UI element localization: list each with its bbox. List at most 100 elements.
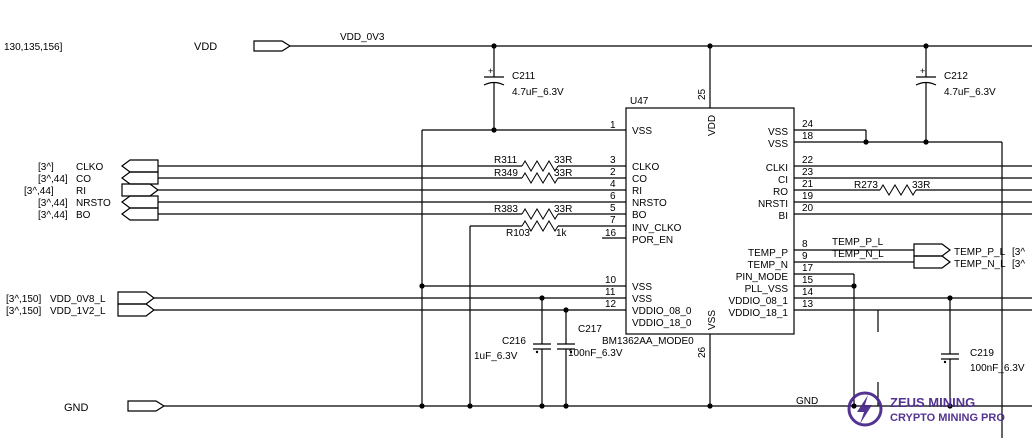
svg-text:33R: 33R <box>554 155 572 166</box>
svg-text:RO: RO <box>773 187 788 198</box>
svg-text:16: 16 <box>605 228 617 239</box>
resistor-r383: R383 33R <box>494 204 572 220</box>
svg-text:17: 17 <box>802 263 814 274</box>
svg-text:[3^,44]: [3^,44] <box>38 210 68 221</box>
svg-text:21: 21 <box>802 179 814 190</box>
junction <box>863 139 869 145</box>
pin-26-num: 26 <box>697 346 708 358</box>
left-pin-names: VSS CLKO CO RI NRSTO BO INV_CLKO POR_EN … <box>632 126 692 329</box>
svg-text:VSS: VSS <box>632 282 652 293</box>
svg-text:[3^]: [3^] <box>38 162 54 173</box>
watermark-logo: ZEUS MINING CRYPTO MINING PRO <box>847 391 1005 427</box>
svg-text:TEMP_P_L: TEMP_P_L <box>832 237 884 248</box>
chip-part: BM1362AA_MODE0 <box>602 336 694 347</box>
junction <box>563 403 569 409</box>
svg-text:VSS: VSS <box>632 294 652 305</box>
svg-text:[3^: [3^ <box>1012 247 1025 258</box>
svg-text:PLL_VSS: PLL_VSS <box>745 284 789 295</box>
svg-text:R311: R311 <box>494 155 518 166</box>
svg-text:VSS: VSS <box>768 127 788 138</box>
left-signal-ports: [3^] CLKO [3^,44] CO [3^,44] RI [3^,44] … <box>24 159 159 221</box>
svg-text:7: 7 <box>610 215 616 226</box>
capacitor-c219: C219 100nF_6.3V <box>941 298 1025 406</box>
left-pin-numbers: 1 3 2 4 6 5 7 16 10 11 12 <box>605 120 617 310</box>
svg-text:8: 8 <box>802 239 808 250</box>
svg-text:23: 23 <box>802 167 814 178</box>
resistor-r103: R103 1k <box>506 220 568 239</box>
svg-text:RI: RI <box>632 186 642 197</box>
svg-text:INV_CLKO: INV_CLKO <box>632 223 682 234</box>
svg-text:VDDIO_18_1: VDDIO_18_1 <box>729 308 789 319</box>
left-signal-wires <box>158 165 626 406</box>
svg-text:CLKI: CLKI <box>766 163 788 174</box>
right-pin-names: VSS VSS CLKI CI RO NRSTI BI TEMP_P TEMP_… <box>729 127 789 319</box>
svg-text:14: 14 <box>802 287 814 298</box>
svg-text:1k: 1k <box>556 228 568 239</box>
svg-text:TEMP_N_L: TEMP_N_L <box>832 249 884 260</box>
svg-text:CI: CI <box>778 175 788 186</box>
svg-text:CO: CO <box>76 174 91 185</box>
svg-text:CLKO: CLKO <box>632 162 659 173</box>
capacitor-c217: C217 100nF_6.3V <box>557 310 623 406</box>
junction <box>419 403 425 409</box>
junction <box>851 283 857 289</box>
svg-text:CO: CO <box>632 174 647 185</box>
junction <box>539 403 545 409</box>
svg-text:POR_EN: POR_EN <box>632 235 673 246</box>
svg-text:R273: R273 <box>854 180 878 191</box>
resistor-r311: R311 33R <box>494 155 572 172</box>
svg-text:24: 24 <box>802 119 814 130</box>
power-ports: [3^,150] VDD_0V8_L [3^,150] VDD_1V2_L <box>6 291 155 317</box>
svg-text:NRSTO: NRSTO <box>632 198 667 209</box>
svg-text:[3^,44]: [3^,44] <box>38 174 68 185</box>
c211-ref: C211 <box>512 71 536 82</box>
svg-text:R349: R349 <box>494 168 518 179</box>
capacitor-c216: C216 1uF_6.3V <box>474 298 551 406</box>
svg-text:4: 4 <box>610 179 616 190</box>
vdd-port-label: VDD <box>194 41 217 53</box>
vdd-port-shape <box>253 40 292 52</box>
svg-text:VDD_1V2_L: VDD_1V2_L <box>50 306 106 317</box>
watermark-line2: CRYPTO MINING PRO <box>890 412 1005 424</box>
lightning-icon <box>847 391 883 427</box>
svg-text:100nF_6.3V: 100nF_6.3V <box>970 363 1025 374</box>
svg-text:3: 3 <box>610 155 616 166</box>
junction <box>419 283 425 289</box>
c212-value: 4.7uF_6.3V <box>944 87 996 98</box>
svg-text:VSS: VSS <box>768 139 788 150</box>
svg-text:5: 5 <box>610 203 616 214</box>
temp-nets: TEMP_P_L TEMP_N_L TEMP_P_L TEMP_N_L [3^ … <box>794 237 1025 270</box>
svg-text:33R: 33R <box>912 180 930 191</box>
svg-text:+: + <box>488 66 493 76</box>
vdd-net-label: VDD_0V3 <box>340 32 385 43</box>
svg-text:2: 2 <box>610 167 616 178</box>
svg-text:[3^,150]: [3^,150] <box>6 294 41 305</box>
gnd-left-label: GND <box>64 402 89 414</box>
svg-text:BO: BO <box>76 210 91 221</box>
svg-text:33R: 33R <box>554 204 572 215</box>
svg-text:+: + <box>920 66 925 76</box>
chip-ref: U47 <box>630 96 649 107</box>
svg-text:BO: BO <box>632 210 647 221</box>
svg-text:C217: C217 <box>578 324 602 335</box>
svg-text:22: 22 <box>802 155 814 166</box>
gnd-port-shape <box>127 400 166 412</box>
svg-text:NRSTO: NRSTO <box>76 198 111 209</box>
c211-value: 4.7uF_6.3V <box>512 87 564 98</box>
svg-text:10: 10 <box>605 275 617 286</box>
svg-text:TEMP_N_L: TEMP_N_L <box>954 259 1006 270</box>
capacitor-c211: + C211 4.7uF_6.3V <box>483 46 564 130</box>
right-signal-wires <box>794 165 1032 215</box>
svg-text:[3^,150]: [3^,150] <box>6 306 41 317</box>
svg-text:R103: R103 <box>506 228 530 239</box>
svg-text:VSS: VSS <box>632 126 652 137</box>
svg-text:TEMP_P: TEMP_P <box>748 248 788 259</box>
resistor-r349: R349 33R <box>494 168 572 184</box>
svg-text:VDDIO_08_0: VDDIO_08_0 <box>632 306 692 317</box>
junction <box>707 403 713 409</box>
svg-text:100nF_6.3V: 100nF_6.3V <box>568 348 623 359</box>
right-pin-numbers: 24 18 22 23 21 19 20 8 9 17 15 14 13 <box>802 119 814 310</box>
svg-text:TEMP_N: TEMP_N <box>747 260 788 271</box>
svg-text:13: 13 <box>802 299 814 310</box>
